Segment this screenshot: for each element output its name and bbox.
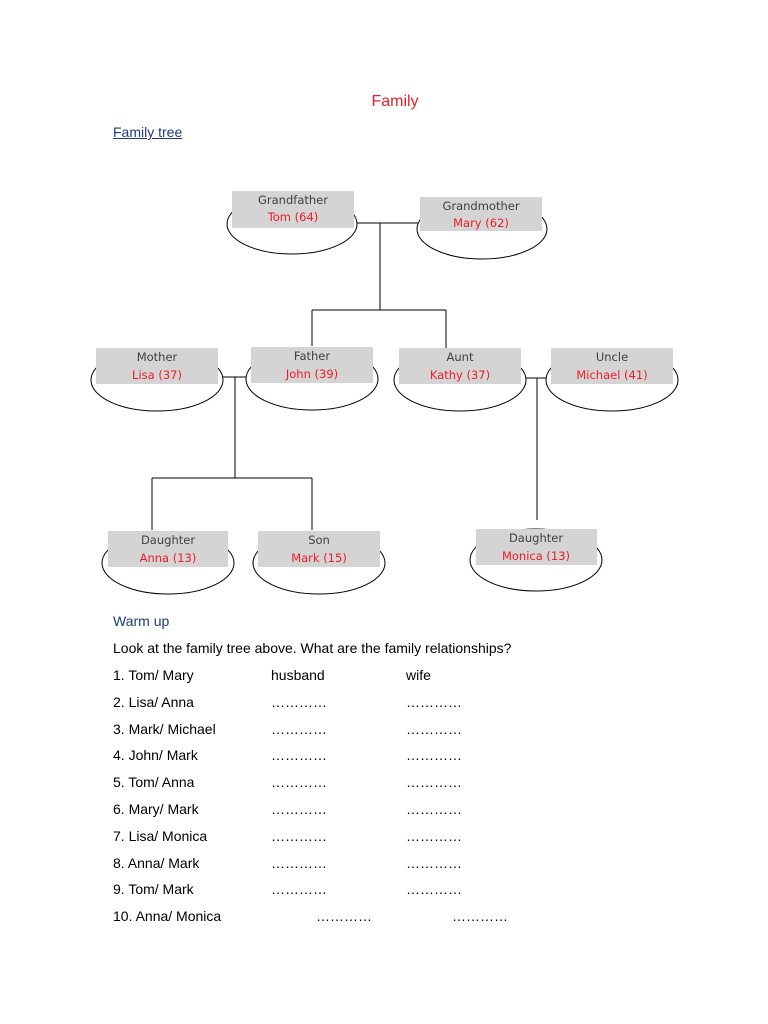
exercise-pair: 2. Lisa/ Anna: [113, 693, 194, 710]
exercise-blank-b: …………: [406, 881, 462, 898]
exercise-pair: 9. Tom/ Mark: [113, 881, 194, 898]
node-person: Monica (13): [502, 549, 570, 563]
exercise-blank-a: …………: [271, 854, 327, 871]
node-person: Anna (13): [140, 551, 197, 565]
node-role: Grandfather: [258, 193, 328, 207]
node-role: Aunt: [447, 350, 474, 364]
warm-up-instructions: Look at the family tree above. What are …: [113, 640, 512, 656]
node-person: Kathy (37): [430, 368, 490, 382]
exercise-blank-b: …………: [406, 774, 462, 791]
family-tree-diagram: Grandfather Tom (64) Grandmother Mary (6…: [90, 191, 679, 595]
tree-connectors: [151, 222, 546, 530]
family-tree-heading: Family tree: [113, 124, 183, 140]
node-person: John (39): [285, 367, 338, 381]
node-role: Son: [308, 533, 330, 547]
exercise-blank-a: …………: [271, 693, 327, 710]
node-daughter-monica: Daughter Monica (13): [469, 528, 603, 592]
node-role: Grandmother: [442, 199, 519, 213]
exercise-answer-a: husband: [271, 667, 325, 683]
exercise-pair: 8. Anna/ Mark: [113, 854, 200, 871]
exercise-row: 8. Anna/ Mark ………… …………: [113, 855, 733, 882]
exercise-answer-b: wife: [406, 667, 431, 683]
exercise-blank-a: …………: [271, 720, 327, 737]
exercise-pair: 10. Anna/ Monica: [113, 908, 222, 925]
node-father: Father John (39): [245, 347, 379, 411]
exercise-blank-a: …………: [271, 747, 327, 764]
exercise-blank-b: …………: [406, 800, 462, 817]
node-person: Tom (64): [267, 210, 319, 224]
node-role: Uncle: [596, 350, 628, 364]
node-role: Daughter: [141, 533, 195, 547]
exercise-row: 7. Lisa/ Monica ………… …………: [113, 828, 733, 855]
exercise-blank-b: …………: [406, 747, 462, 764]
node-person: Mark (15): [291, 551, 347, 565]
exercise-pair: 5. Tom/ Anna: [113, 774, 195, 791]
exercise-pair: 7. Lisa/ Monica: [113, 827, 208, 844]
exercise-pair: 6. Mary/ Mark: [113, 800, 199, 817]
relationship-exercise: 1. Tom/ Mary husband wife 2. Lisa/ Anna …: [113, 667, 733, 935]
node-role: Daughter: [509, 531, 563, 545]
exercise-row: 2. Lisa/ Anna ………… …………: [113, 694, 733, 721]
node-uncle: Uncle Michael (41): [545, 348, 679, 412]
exercise-row: 10. Anna/ Monica ………… …………: [113, 908, 733, 935]
exercise-row: 3. Mark/ Michael ………… …………: [113, 721, 733, 748]
page-title: Family: [371, 93, 419, 110]
exercise-row: 5. Tom/ Anna ………… …………: [113, 774, 733, 801]
exercise-blank-a: …………: [271, 881, 327, 898]
exercise-row: 1. Tom/ Mary husband wife: [113, 667, 733, 694]
node-mother: Mother Lisa (37): [90, 348, 224, 412]
node-grandmother: Grandmother Mary (62): [416, 197, 548, 260]
node-grandfather: Grandfather Tom (64): [226, 191, 358, 255]
node-role: Father: [294, 349, 330, 363]
exercise-blank-a: …………: [271, 800, 327, 817]
exercise-pair: 1. Tom/ Mary: [113, 667, 194, 683]
exercise-pair: 4. John/ Mark: [113, 747, 198, 764]
node-aunt: Aunt Kathy (37): [393, 348, 527, 412]
exercise-blank-a: …………: [316, 908, 372, 925]
exercise-row: 6. Mary/ Mark ………… …………: [113, 801, 733, 828]
node-person: Lisa (37): [132, 368, 182, 382]
exercise-pair: 3. Mark/ Michael: [113, 720, 216, 737]
exercise-row: 4. John/ Mark ………… …………: [113, 747, 733, 774]
exercise-blank-b: …………: [452, 908, 508, 925]
exercise-blank-b: …………: [406, 693, 462, 710]
node-son-mark: Son Mark (15): [252, 531, 386, 595]
node-person: Michael (41): [576, 368, 647, 382]
exercise-blank-a: …………: [271, 827, 327, 844]
exercise-row: 9. Tom/ Mark ………… …………: [113, 881, 733, 908]
exercise-blank-a: …………: [271, 774, 327, 791]
exercise-blank-b: …………: [406, 854, 462, 871]
exercise-blank-b: …………: [406, 720, 462, 737]
node-role: Mother: [137, 350, 178, 364]
exercise-blank-b: …………: [406, 827, 462, 844]
warm-up-heading: Warm up: [113, 613, 170, 629]
node-person: Mary (62): [453, 216, 509, 230]
node-daughter-anna: Daughter Anna (13): [101, 531, 235, 595]
